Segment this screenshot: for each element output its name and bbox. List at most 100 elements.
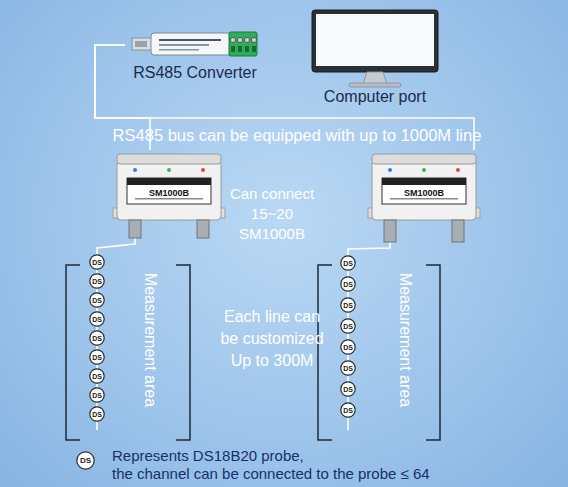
model-name: SM1000B xyxy=(113,188,225,199)
probe-tag: DS xyxy=(89,292,105,308)
probe-tag: DS xyxy=(340,276,356,292)
legend-text: Represents DS18B20 probe, xyxy=(112,447,304,464)
computer-box: Computer port xyxy=(305,6,445,108)
converter-body xyxy=(151,33,231,55)
probe-cable xyxy=(96,308,98,311)
probe-cable xyxy=(96,270,98,273)
probe-circle: DS xyxy=(340,360,356,376)
probe-circle: DS xyxy=(89,311,105,327)
probe-circle: DS xyxy=(340,318,356,334)
status-led xyxy=(456,168,460,172)
probe-circle: DS xyxy=(89,292,105,308)
status-led xyxy=(388,168,392,172)
probe-circle: DS xyxy=(89,349,105,365)
probe-tag: DS xyxy=(89,387,105,403)
note-text: Can connect 15~20 SM1000B xyxy=(224,184,320,244)
probe-circle: DS xyxy=(89,330,105,346)
module-top xyxy=(117,154,221,164)
probe-tag: DS xyxy=(89,254,105,270)
probe-outline xyxy=(90,407,104,421)
cable-connector xyxy=(197,220,209,238)
probe-outline xyxy=(341,361,355,375)
probe-tag: DS xyxy=(340,297,356,313)
probe-cable xyxy=(347,271,349,276)
probe-outline xyxy=(90,369,104,383)
legend-row: Represents DS18B20 probe, xyxy=(112,447,552,465)
probe-circle: DS xyxy=(89,387,105,403)
cable-tail xyxy=(96,422,98,430)
area-bracket xyxy=(426,265,440,440)
cable-connector xyxy=(384,220,396,242)
probe-cable xyxy=(96,403,98,406)
probe-cable xyxy=(347,313,349,318)
terminal-slot xyxy=(252,46,256,52)
legend-row: the channel can be connected to the prob… xyxy=(112,465,552,483)
terminal-screw xyxy=(244,37,249,42)
usb-plug xyxy=(132,38,152,50)
probe-tag: DS xyxy=(340,360,356,376)
probe-outline xyxy=(341,340,355,354)
print-line xyxy=(159,44,209,46)
area-bracket xyxy=(176,265,190,440)
terminal-slot xyxy=(231,46,235,52)
area-bracket xyxy=(318,265,332,440)
probe-outline xyxy=(90,331,104,345)
terminal-slot xyxy=(245,46,249,52)
probe-cable xyxy=(96,365,98,368)
probe-outline xyxy=(341,382,355,396)
probe-cable xyxy=(347,397,349,402)
probe-outline xyxy=(341,256,355,270)
probe-cable xyxy=(347,376,349,381)
probe-circle: DS xyxy=(340,297,356,313)
probe-tag: DS xyxy=(340,318,356,334)
probe-tag: DS xyxy=(89,273,105,289)
probe-tag: DS xyxy=(89,330,105,346)
terminal-screw xyxy=(230,37,235,42)
probe-tag: DS xyxy=(340,381,356,397)
probe-tag: DS xyxy=(89,349,105,365)
model-name: SM1000B xyxy=(368,188,480,199)
cable-tail xyxy=(347,418,349,430)
probe-cable xyxy=(96,346,98,349)
terminal-screw xyxy=(251,37,256,42)
probe-tag: DS xyxy=(76,451,95,470)
area-label: Measurement area xyxy=(395,250,415,430)
probe-cable xyxy=(347,292,349,297)
status-led xyxy=(422,168,426,172)
print-line xyxy=(159,49,199,51)
device-label: RS485 Converter xyxy=(125,64,265,82)
usb-plug-inner xyxy=(135,41,147,47)
probe-tag: DS xyxy=(340,339,356,355)
probe-cable xyxy=(96,327,98,330)
probe-cable xyxy=(96,384,98,387)
probe-circle: DS xyxy=(340,276,356,292)
probe-tag: DS xyxy=(89,406,105,422)
probe-outline xyxy=(90,388,104,402)
probe-outline xyxy=(90,293,104,307)
cable-connector xyxy=(129,220,141,238)
probe-outline xyxy=(341,277,355,291)
probe-tag: DS xyxy=(89,368,105,384)
print-line xyxy=(390,198,458,200)
note-text: RS485 bus can be equipped with up to 100… xyxy=(52,125,542,145)
monitor-frame xyxy=(312,10,438,72)
legend: Represents DS18B20 probe,the channel can… xyxy=(112,447,552,483)
probe-cable xyxy=(347,334,349,339)
probe-outline xyxy=(341,319,355,333)
module-top xyxy=(372,154,476,164)
area-bracket xyxy=(66,265,80,440)
converter-box: RS485 Converter xyxy=(125,28,265,84)
probe-circle: DS xyxy=(340,255,356,271)
probe-outline xyxy=(341,403,355,417)
status-led xyxy=(201,168,205,172)
probe-circle: DS xyxy=(340,402,356,418)
probe-outline xyxy=(90,312,104,326)
probe-cable xyxy=(348,242,390,255)
status-led xyxy=(133,168,137,172)
plate-strip xyxy=(382,178,466,185)
terminal-block xyxy=(229,32,257,56)
probe-outline xyxy=(341,298,355,312)
